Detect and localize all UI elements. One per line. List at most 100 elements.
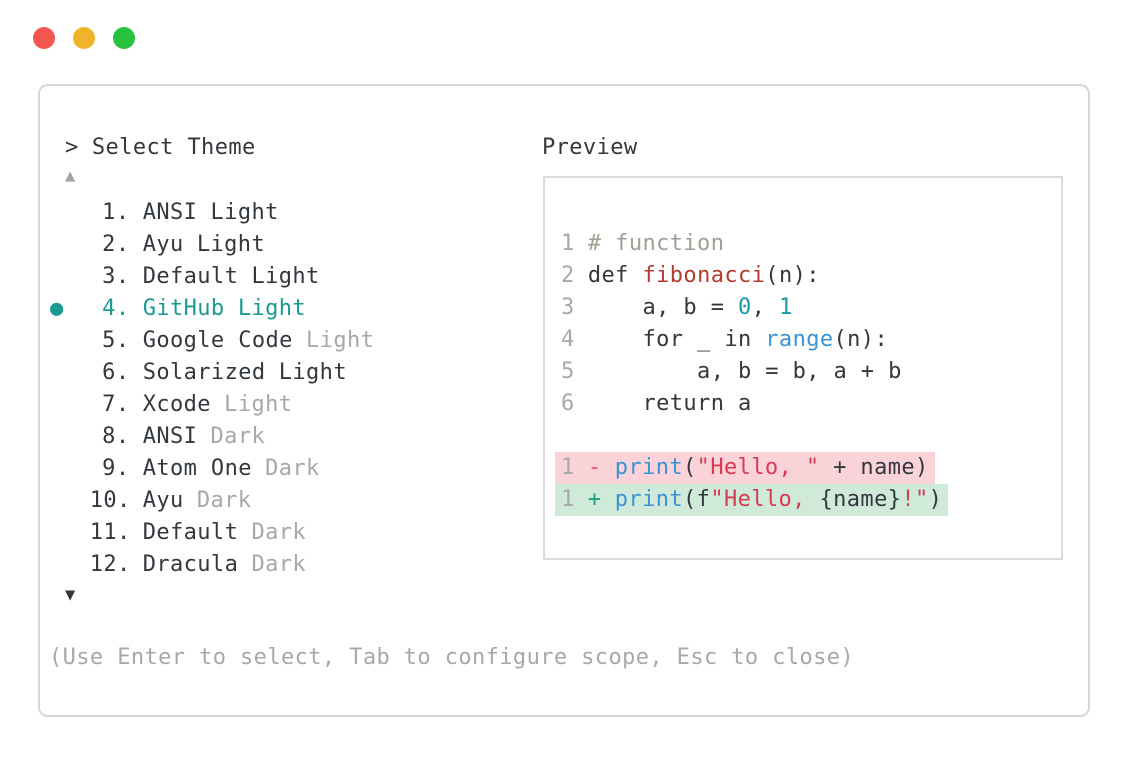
minimize-button[interactable] xyxy=(73,27,95,49)
code-token: (n): xyxy=(833,327,889,352)
theme-item-variant: Light xyxy=(210,200,279,225)
theme-item-name: Google Code xyxy=(142,328,293,353)
code-line: 1 # function xyxy=(561,228,1061,260)
line-number: 1 xyxy=(561,487,575,512)
code-token: for _ in xyxy=(587,327,766,352)
theme-item-variant: Dark xyxy=(210,424,266,449)
diff-line-added: 1+print(f"Hello, {name}!") xyxy=(555,484,949,516)
code-token: "Hello, xyxy=(710,487,820,512)
theme-item-variant: Light xyxy=(237,296,307,321)
theme-item-variant: Light xyxy=(278,360,347,385)
theme-item-google-code-light[interactable]: 5. Google Code Light xyxy=(40,325,548,357)
theme-item-name: Dracula xyxy=(142,552,239,577)
line-number: 5 xyxy=(561,359,575,384)
theme-item-variant: Dark xyxy=(265,456,320,481)
code-token: 0 xyxy=(738,295,752,320)
code-token: 1 xyxy=(778,295,793,320)
theme-item-number: 7. xyxy=(102,392,130,417)
zoom-button[interactable] xyxy=(113,27,135,49)
theme-item-number: 1. xyxy=(102,200,130,225)
prompt-marker: > xyxy=(65,135,79,160)
code-token: a, b = b, a + b xyxy=(587,359,902,384)
theme-item-variant: Light xyxy=(251,264,320,289)
preview-title: Preview xyxy=(542,135,638,160)
scroll-up-icon[interactable]: ▲ xyxy=(65,166,76,186)
theme-item-name: ANSI xyxy=(142,200,198,225)
theme-item-number: 4. xyxy=(102,296,130,321)
code-token: (n): xyxy=(765,263,820,288)
code-token: range xyxy=(765,327,834,352)
theme-item-number: 3. xyxy=(102,264,130,289)
theme-item-number: 10. xyxy=(89,488,131,513)
theme-item-variant: Dark xyxy=(251,552,307,577)
theme-item-solarized-light[interactable]: 6. Solarized Light xyxy=(40,357,548,389)
theme-item-variant: Light xyxy=(224,392,293,417)
theme-item-ayu-light[interactable]: 2. Ayu Light xyxy=(40,229,548,261)
diff-marker-added: + xyxy=(587,487,602,512)
code-token: "Hello, " xyxy=(696,455,820,480)
theme-item-default-light[interactable]: 3. Default Light xyxy=(40,261,548,293)
theme-item-number: 2. xyxy=(102,232,130,257)
theme-item-variant: Light xyxy=(306,328,375,353)
theme-item-ansi-light[interactable]: 1. ANSI Light xyxy=(40,197,548,229)
theme-item-variant: Dark xyxy=(196,488,252,513)
theme-item-name: Ayu xyxy=(142,488,184,513)
code-token: # function xyxy=(587,231,725,256)
code-token: return a xyxy=(587,391,752,416)
close-button[interactable] xyxy=(33,27,55,49)
theme-item-name: Default xyxy=(142,264,239,289)
theme-item-name: Ayu xyxy=(142,232,184,257)
selected-bullet-icon: ● xyxy=(50,296,64,321)
theme-item-ansi-dark[interactable]: 8. ANSI Dark xyxy=(40,421,548,453)
traffic-lights xyxy=(33,27,135,49)
line-number: 4 xyxy=(561,327,575,352)
code-line: 6 return a xyxy=(561,388,1061,420)
code-token: fibonacci xyxy=(642,263,766,288)
theme-item-dracula-dark[interactable]: 12. Dracula Dark xyxy=(40,549,548,581)
code-token: print xyxy=(614,455,684,480)
diff-line-removed: 1-print("Hello, " + name) xyxy=(555,452,935,484)
theme-item-ayu-dark[interactable]: 10. Ayu Dark xyxy=(40,485,548,517)
theme-item-number: 11. xyxy=(89,520,131,545)
theme-item-variant: Light xyxy=(196,232,266,257)
code-token: , xyxy=(751,295,779,320)
code-line: 5 a, b = b, a + b xyxy=(561,356,1061,388)
theme-item-name: Default xyxy=(142,520,239,545)
diff-line: 1-print("Hello, " + name) xyxy=(555,452,1061,484)
theme-item-default-dark[interactable]: 11. Default Dark xyxy=(40,517,548,549)
code-token: !" xyxy=(901,487,929,512)
blank-line xyxy=(561,420,1061,452)
scroll-down-icon[interactable]: ▼ xyxy=(65,585,76,605)
theme-item-variant: Dark xyxy=(251,520,307,545)
line-number: 1 xyxy=(561,455,575,480)
code-line: 4 for _ in range(n): xyxy=(561,324,1061,356)
theme-item-name: Atom One xyxy=(142,456,252,481)
code-line: 3 a, b = 0, 1 xyxy=(561,292,1061,324)
theme-item-name: Solarized xyxy=(142,360,266,385)
theme-item-number: 5. xyxy=(102,328,130,353)
page-title: Select Theme xyxy=(91,135,256,160)
theme-item-number: 8. xyxy=(102,424,130,449)
theme-item-xcode-light[interactable]: 7. Xcode Light xyxy=(40,389,548,421)
code-token: {name} xyxy=(819,487,902,512)
code-token: ) xyxy=(928,487,943,512)
line-number: 1 xyxy=(561,231,575,256)
theme-item-number: 6. xyxy=(102,360,130,385)
line-number: 3 xyxy=(561,295,575,320)
code-token: print xyxy=(614,487,684,512)
theme-item-name: Xcode xyxy=(142,392,211,417)
code-token: def xyxy=(587,263,643,288)
line-number: 6 xyxy=(561,391,575,416)
theme-item-name: GitHub xyxy=(142,296,225,321)
theme-item-name: ANSI xyxy=(142,424,198,449)
theme-item-number: 12. xyxy=(89,552,131,577)
diff-marker-removed: - xyxy=(587,455,602,480)
code-token: + name) xyxy=(819,455,929,480)
theme-item-github-light[interactable]: ● 4. GitHub Light xyxy=(40,293,548,325)
